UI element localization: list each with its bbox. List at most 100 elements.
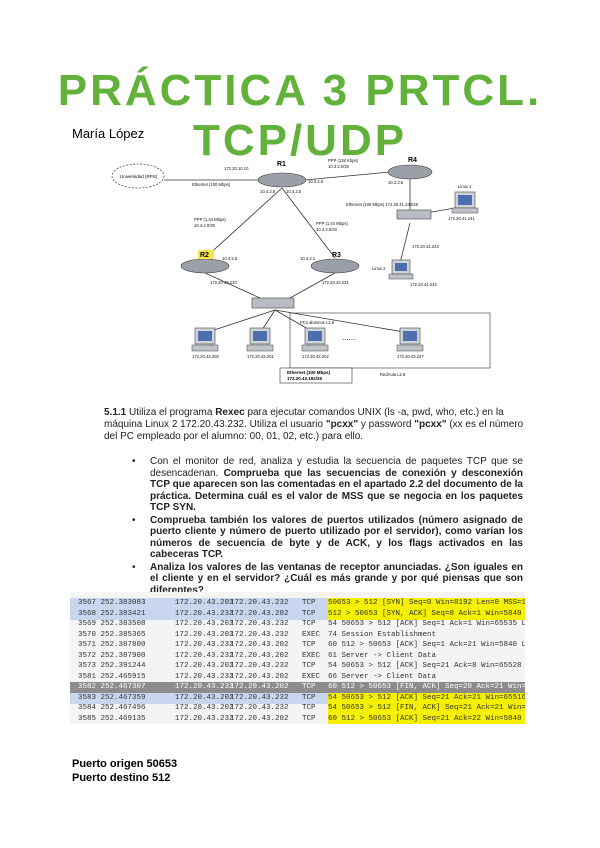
cell-info: 66 Server -> Client Data	[328, 672, 437, 681]
linux2-label: Linux 2	[372, 266, 386, 271]
cell-no: 3573 252.391244	[78, 662, 146, 670]
cell-no: 3568 252.383421	[78, 609, 146, 618]
pc2-ip: 172.20.43.201	[247, 354, 274, 359]
author-name: María López	[72, 126, 145, 141]
cell-proto: TCP	[302, 693, 316, 702]
router-r3-label: R3	[332, 252, 341, 259]
page-title: PRÁCTICA 3 PRTCL. TCP/UDP	[57, 66, 543, 165]
linux2-server-icon	[388, 259, 414, 280]
router-r4-label: R4	[408, 157, 417, 164]
ppp-mid-net: 10.4.2.0/30	[316, 227, 338, 232]
answer-destination-port: Puerto destino 512	[72, 772, 171, 784]
exercise-text: 5.1.1 Utiliza el programa Rexec para eje…	[104, 407, 524, 442]
cell-proto: TCP	[302, 609, 316, 618]
r2-lan-ip: 172.20.43.230	[210, 280, 237, 285]
bullet-list: Con el monitor de red, analiza y estudia…	[128, 456, 523, 597]
router-r4-icon	[387, 164, 433, 180]
cell-proto: TCP	[302, 704, 316, 712]
r1-left-ip: 172.20.10.10	[224, 166, 249, 171]
cell-no: 3572 252.387900	[78, 651, 146, 660]
cell-info: 60 512 > 50653 [FIN, ACK] Seq=20 Ack=21 …	[328, 683, 525, 691]
cell-src: 172.20.43.232	[175, 714, 234, 723]
cell-no: 3583 252.467359	[78, 693, 146, 702]
cell-info: 512 > 50653 [SYN, ACK] Seq=0 Ack=1 Win=5…	[328, 608, 525, 620]
cell-proto: EXEC	[302, 630, 321, 639]
router-r2-icon	[180, 258, 230, 274]
cell-info: 60 512 > 50653 [ACK] Seq=1 Ack=21 Win=58…	[328, 641, 525, 649]
cell-info: 74 Session Establishment	[328, 630, 437, 639]
router-right-ip: 172.20.41.243	[412, 244, 439, 249]
cell-no: 3582 252.467307	[78, 683, 146, 691]
cell-info: 54 50653 > 512 [ACK] Seq=1 Ack=1 Win=655…	[328, 620, 525, 628]
pc3-ip: 172.20.43.202	[302, 354, 329, 359]
r2-ip: 10.4.2.6	[222, 256, 238, 261]
linux1-server-icon	[451, 191, 479, 214]
cell-src: 172.20.43.232	[175, 609, 234, 618]
r3-ip: 10.4.2.1	[300, 256, 316, 261]
cell-proto: EXEC	[302, 672, 321, 681]
linux1-label: Linux 1	[458, 184, 472, 189]
r4-ip: 10.3.2.5	[388, 180, 404, 185]
cell-no: 3567 252.383083	[78, 599, 146, 607]
ppp-left-label: PPP (1,44 Mbps)	[194, 217, 226, 222]
cell-no: 3584 252.467496	[78, 704, 146, 712]
cell-proto: TCP	[302, 599, 316, 607]
answer-origin-port: Puerto origen 50653	[72, 758, 178, 770]
r1-ip-c: 10.3.2.6	[308, 179, 324, 184]
ppp-mid-label: PPP (1,44 Mbps)	[316, 221, 348, 226]
r1-ip-a: 10.4.2.6	[260, 189, 276, 194]
cell-dst: 172.20.43.202	[230, 609, 289, 618]
cell-src: 172.20.43.202	[175, 693, 234, 702]
cell-info: 50653 > 512 [SYN] Seq=0 Win=8192 Len=0 M…	[328, 598, 525, 609]
cell-dst: 172.20.43.202	[230, 651, 289, 660]
cell-proto: EXEC	[302, 651, 321, 660]
cell-dst: 172.20.43.232	[230, 620, 289, 628]
list-item: Con el monitor de red, analiza y estudia…	[128, 456, 523, 514]
router-r1-icon	[257, 172, 307, 188]
ethernet-bottom-net: 172.20.43.192/26	[287, 376, 323, 381]
ppp-top-label: PPP (128 Kbps)	[328, 158, 359, 163]
cell-src: 172.20.43.232	[175, 672, 234, 681]
linux2-ip: 172.20.41.242	[410, 282, 437, 287]
cell-dst: 172.20.43.232	[230, 630, 289, 639]
cell-dst: 172.20.43.202	[230, 714, 289, 723]
ethernet-right-label: Ethernet (100 Mbps) 172.20.41.240/28	[346, 202, 419, 207]
switch-right-icon	[396, 209, 432, 220]
cell-no: 3569 252.383508	[78, 620, 146, 628]
cell-no: 3581 252.465915	[78, 672, 146, 681]
cell-src: 172.20.43.232	[175, 683, 234, 691]
cell-dst: 172.20.43.232	[230, 599, 289, 607]
cell-no: 3585 252.469135	[78, 714, 146, 723]
cell-src: 172.20.43.202	[175, 630, 234, 639]
cell-dst: 172.20.43.232	[230, 693, 289, 702]
pc1-ip: 172.20.43.200	[192, 354, 219, 359]
pc4-ip: 172.20.43.227	[397, 354, 424, 359]
cell-src: 172.20.43.202	[175, 704, 234, 712]
ppp-top-net: 10.3.2.0/30	[328, 164, 350, 169]
exercise-number: 5.1.1	[104, 407, 127, 418]
cell-proto: TCP	[302, 662, 316, 670]
ethernet-top-label: Ethernet (100 Mbps)	[192, 182, 231, 187]
cell-dst: 172.20.43.202	[230, 641, 289, 649]
dots-label: ......	[342, 333, 355, 342]
cell-proto: TCP	[302, 641, 316, 649]
cell-info: 61 Server -> Client Data	[328, 651, 437, 660]
cell-src: 172.20.43.232	[175, 651, 234, 660]
pc-icon	[191, 327, 219, 352]
cell-src: 172.20.43.202	[175, 662, 234, 670]
cell-proto: TCP	[302, 714, 316, 723]
cell-dst: 172.20.43.202	[230, 683, 289, 691]
pcs-label: PCs alumnos L2.6	[300, 320, 335, 325]
router-r1-label: R1	[277, 161, 286, 168]
